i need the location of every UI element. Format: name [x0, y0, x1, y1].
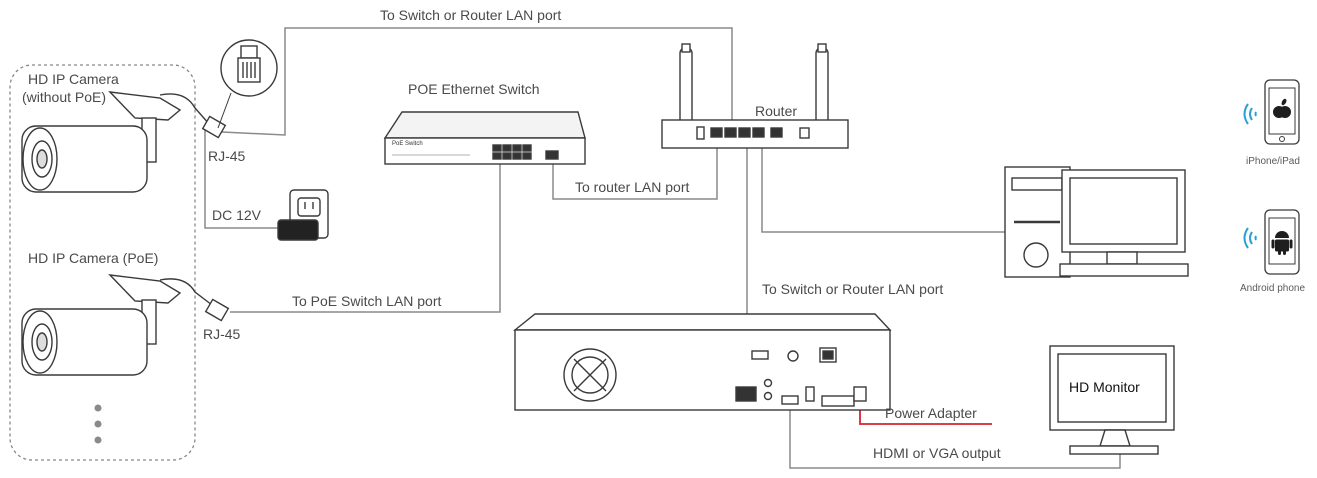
desktop-computer: [1004, 166, 1189, 278]
camera-top-label-line2: (without PoE): [22, 89, 107, 105]
router-title: Router: [755, 103, 798, 119]
rj45-connector-icon: [217, 39, 278, 129]
more-cameras-dots: [94, 404, 102, 444]
poe-ethernet-switch: [383, 111, 586, 165]
android-phone-label: Android phone: [1240, 283, 1306, 294]
camera-top-label-line1: HD IP Camera: [28, 71, 119, 87]
cable-router-to-pc: [761, 135, 1005, 233]
cable-camera-dc: [204, 125, 278, 229]
wifi-waves-icon: [1243, 227, 1257, 249]
apple-logo-icon: [1273, 98, 1291, 118]
router: [661, 43, 849, 149]
rj45-top-label: RJ-45: [208, 148, 246, 164]
hd-monitor: [1049, 345, 1175, 455]
dc12v-label: DC 12V: [212, 207, 262, 223]
to-switch-router-nvr-label: To Switch or Router LAN port: [762, 281, 944, 297]
poe-switch-title: POE Ethernet Switch: [408, 81, 540, 97]
cable-power-adapter: [859, 405, 992, 425]
wifi-waves-icon: [1243, 103, 1257, 125]
hd-monitor-label: HD Monitor: [1069, 379, 1140, 395]
ip-camera-poe: [21, 274, 230, 376]
cable-lines: [204, 27, 1121, 469]
power-adapter-label: Power Adapter: [885, 405, 977, 421]
cable-camera-to-router: [221, 27, 733, 136]
camera-poe-label: HD IP Camera (PoE): [28, 250, 159, 266]
rj45-bottom-label: RJ-45: [203, 326, 241, 342]
camera-group-box: [9, 64, 196, 461]
power-outlet-icon: [277, 189, 329, 241]
iphone-ipad-label: iPhone/iPad: [1246, 156, 1300, 167]
android-robot-icon: [1271, 231, 1293, 255]
nvr-recorder: [513, 313, 892, 411]
to-switch-router-top-label: To Switch or Router LAN port: [380, 7, 562, 23]
to-poe-switch-lan-label: To PoE Switch LAN port: [292, 293, 442, 309]
ip-camera-top: [21, 91, 227, 193]
poe-switch-brand: PoE Switch: [392, 141, 423, 147]
to-router-lan-label: To router LAN port: [575, 179, 690, 195]
cable-hdmi-to-monitor: [789, 407, 1121, 469]
cable-poe-camera-to-switch: [230, 160, 501, 313]
cable-switch-to-router: [552, 135, 718, 200]
hdmi-vga-label: HDMI or VGA output: [873, 445, 1001, 461]
